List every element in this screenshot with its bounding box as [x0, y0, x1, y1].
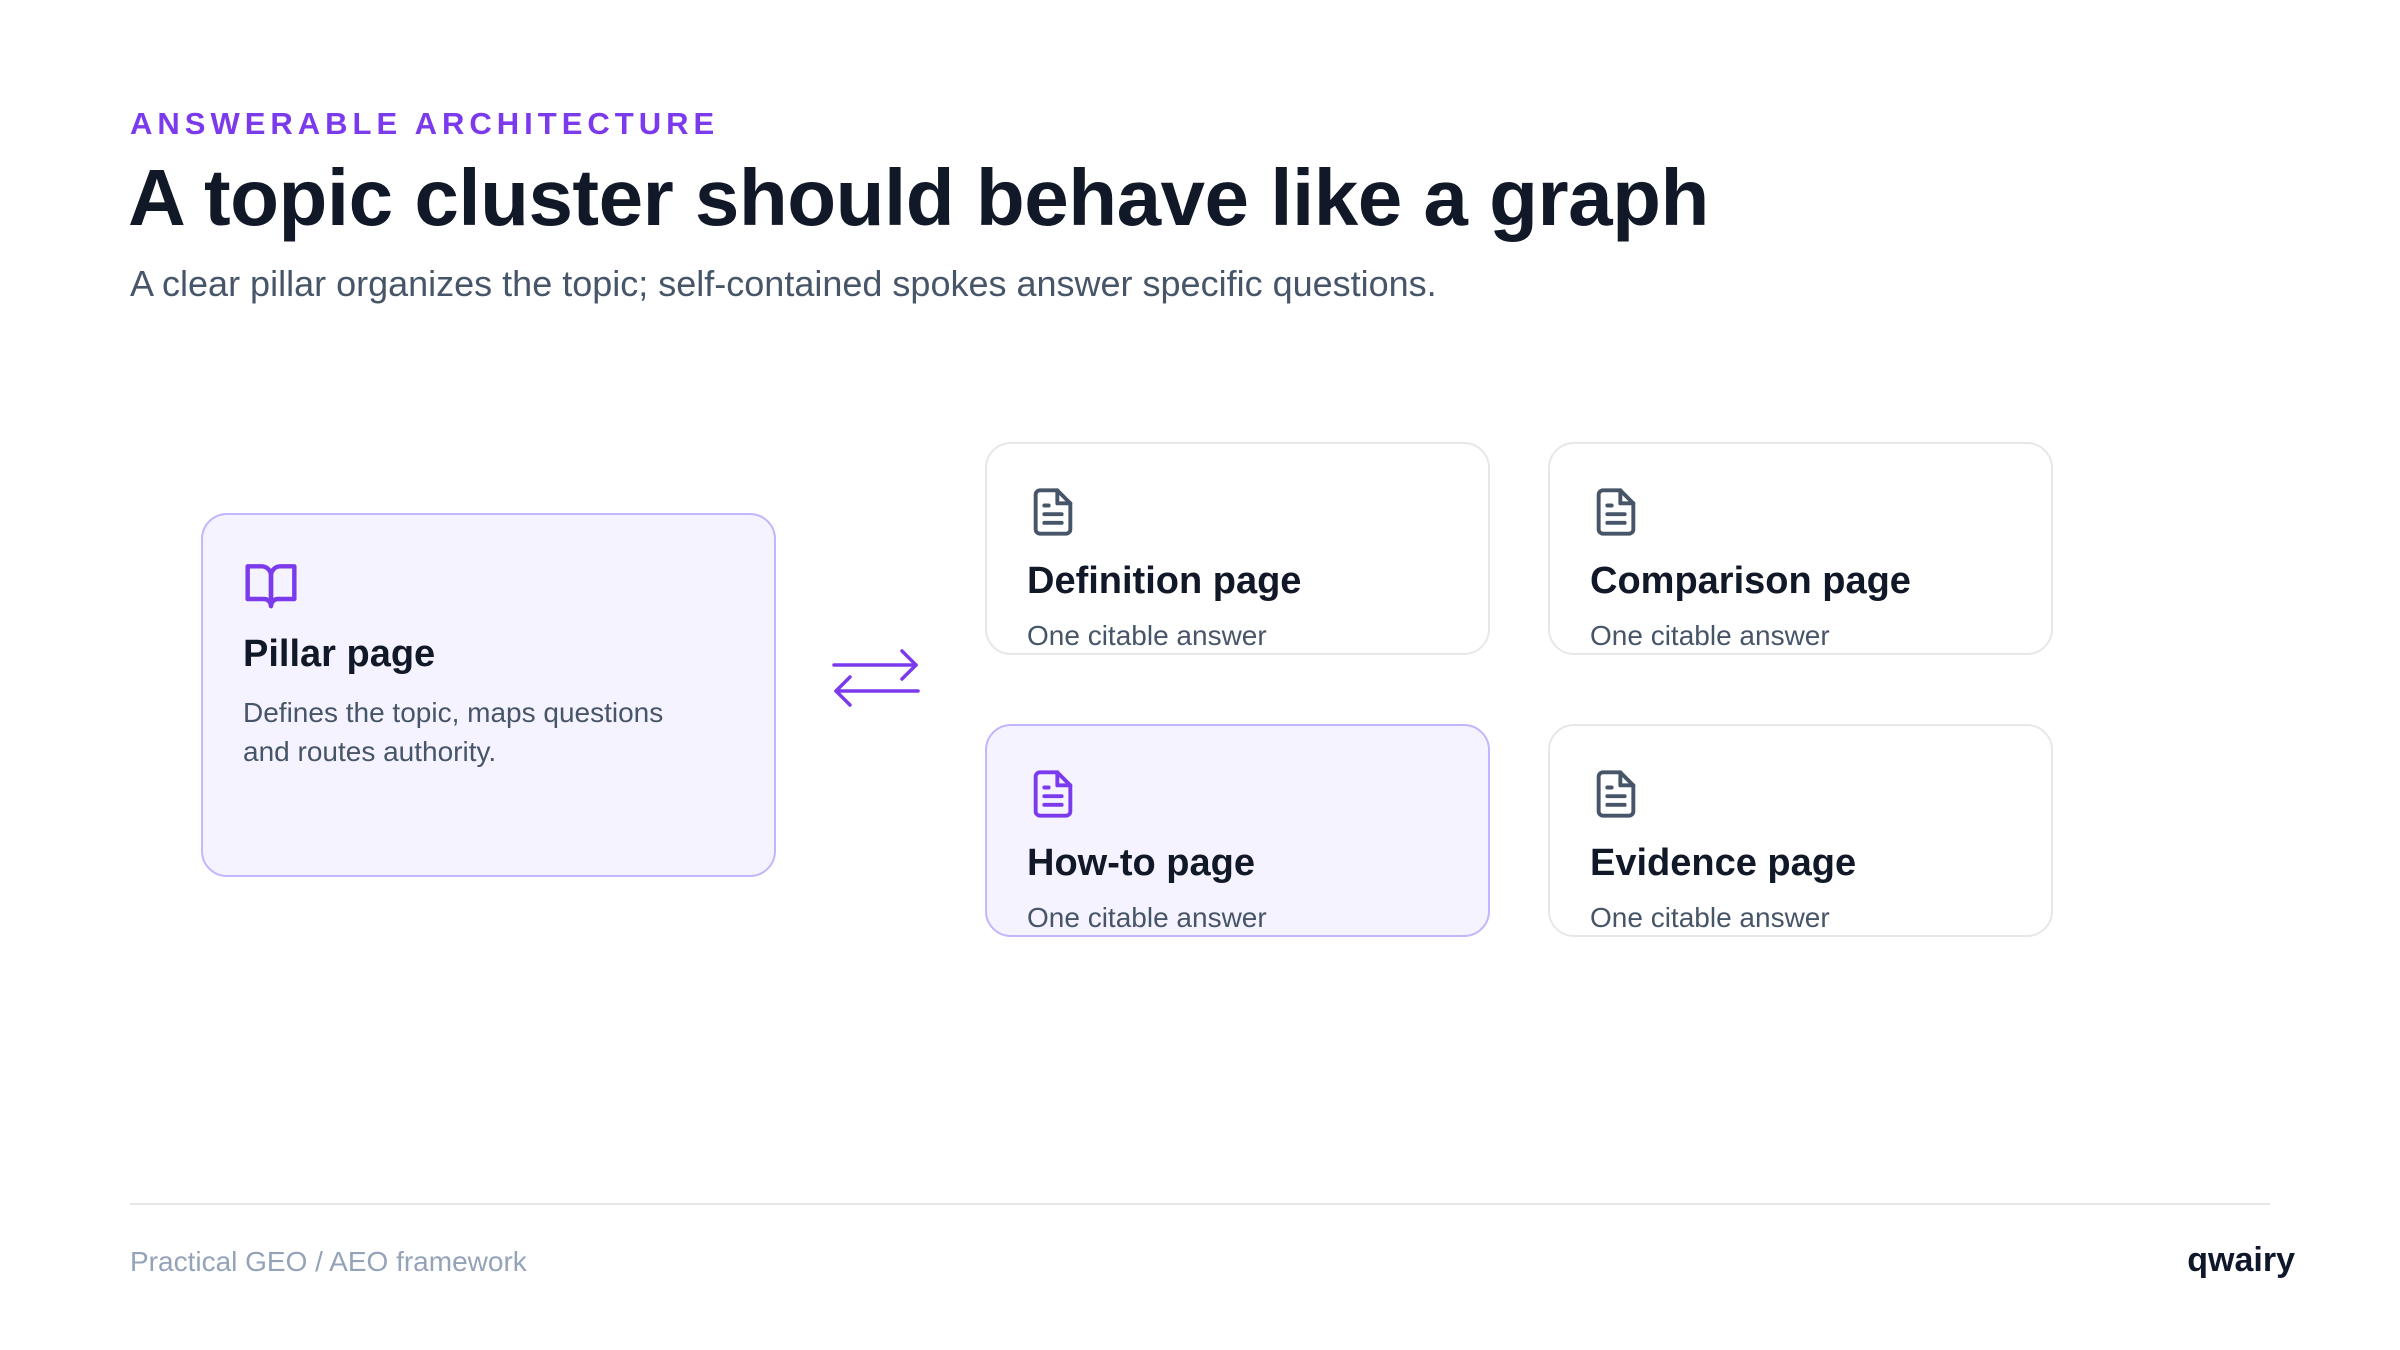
- spoke-card-comparison: Comparison page One citable answer: [1548, 442, 2053, 655]
- spoke-subtitle: One citable answer: [1590, 620, 1830, 651]
- document-icon: [1596, 488, 1636, 536]
- spoke-subtitle: One citable answer: [1027, 620, 1267, 651]
- pillar-description: Defines the topic, maps questions and ro…: [243, 697, 664, 767]
- spoke-title: Definition page: [1027, 560, 1302, 602]
- document-icon: [1596, 770, 1636, 818]
- exchange-arrows-icon: [832, 649, 920, 707]
- document-icon: [1033, 488, 1073, 536]
- spoke-card-definition: Definition page One citable answer: [985, 442, 1490, 655]
- spoke-subtitle: One citable answer: [1590, 902, 1830, 933]
- spoke-subtitle: One citable answer: [1027, 902, 1267, 933]
- spoke-card-how-to: How-to page One citable answer: [985, 724, 1490, 937]
- spoke-card-evidence: Evidence page One citable answer: [1548, 724, 2053, 937]
- eyebrow-label: ANSWERABLE ARCHITECTURE: [130, 106, 720, 141]
- document-icon: [1033, 770, 1073, 818]
- page-subtitle: A clear pillar organizes the topic; self…: [130, 263, 1437, 304]
- brand-logo: qwairy: [2187, 1241, 2295, 1279]
- book-open-icon: [245, 564, 297, 609]
- pillar-title: Pillar page: [243, 633, 436, 675]
- spoke-title: Comparison page: [1590, 560, 1911, 602]
- footer-caption: Practical GEO / AEO framework: [130, 1246, 527, 1277]
- page-title: A topic cluster should behave like a gra…: [128, 153, 1709, 242]
- spoke-title: How-to page: [1027, 842, 1255, 884]
- footer-divider: [130, 1203, 2270, 1205]
- spoke-title: Evidence page: [1590, 842, 1857, 884]
- pillar-card: Pillar page Defines the topic, maps ques…: [201, 513, 776, 877]
